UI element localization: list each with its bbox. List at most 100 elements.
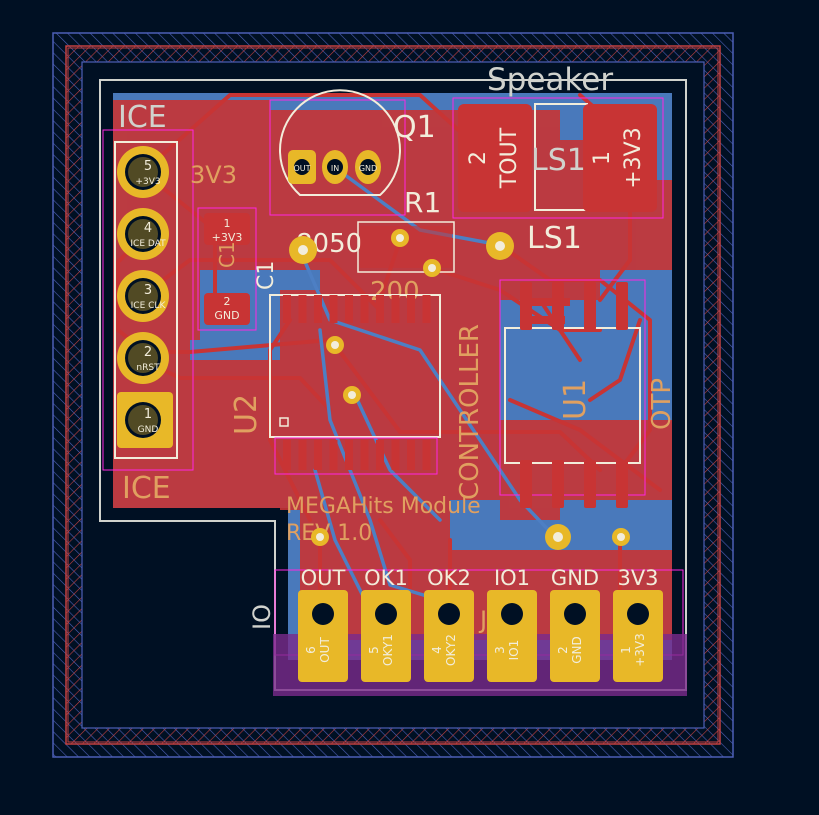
- ice-pin-net: +3V3: [135, 177, 160, 187]
- u2-pad: [376, 295, 384, 323]
- u1-pad: [616, 282, 628, 330]
- ls1-ref: LS1: [527, 221, 582, 256]
- module-rev: REV 1.0: [286, 521, 372, 546]
- ice-pin-num: 5: [144, 159, 152, 174]
- otp-label: OTP: [647, 378, 677, 430]
- io-pin-num: 6: [304, 646, 318, 654]
- u1-pad: [584, 282, 596, 330]
- ls1-pad1-num: 1: [590, 151, 615, 165]
- ice-pin-net: nRST: [136, 363, 160, 373]
- u1-ref: U1: [558, 379, 593, 420]
- io-pin-net: OUT: [318, 637, 332, 663]
- io-pin-label: OK2: [427, 566, 471, 590]
- ice-pin-num: 3: [144, 283, 152, 298]
- u2-pad: [345, 440, 353, 470]
- ic-u2-controller: U2 CONTROLLER: [229, 294, 485, 500]
- io-pin-label: OK1: [364, 566, 408, 590]
- speaker-ls1: 2 TOUT 1 +3V3 Speaker LS1 LS1: [452, 62, 664, 256]
- q1-pin-out: OUT: [293, 164, 310, 173]
- c1-pad1-num: 1: [224, 217, 231, 230]
- u2-pad: [407, 440, 415, 470]
- io-pin-net: IO1: [507, 640, 521, 661]
- u2-pad: [360, 440, 369, 470]
- u2-pad: [391, 295, 400, 323]
- controller-label: CONTROLLER: [455, 324, 485, 500]
- io-pin-label: IO1: [494, 566, 530, 590]
- c1-pad2-net: GND: [214, 309, 239, 322]
- u2-pad: [422, 440, 431, 470]
- ice-pin-net: ICE CLK: [131, 301, 167, 311]
- ice-pin-net: GND: [138, 425, 159, 435]
- u2-pad: [298, 295, 307, 323]
- u1-pad: [616, 460, 628, 508]
- ls1-pad2-num: 2: [466, 151, 491, 165]
- u2-pad: [298, 440, 307, 470]
- io-pin-num: 4: [430, 646, 444, 654]
- io-pin-num: 1: [619, 646, 633, 654]
- r1-ref: R1: [404, 186, 441, 219]
- module-silkscreen: MEGAHits Module REV 1.0: [286, 494, 481, 546]
- module-name: MEGAHits Module: [286, 494, 481, 519]
- u2-pad: [314, 295, 322, 323]
- ls1-pad2-net: TOUT: [497, 127, 522, 189]
- vias: [289, 229, 630, 550]
- ice-ref-bottom: ICE: [122, 471, 171, 506]
- capacitor-c1: 1 +3V3 2 GND C1 C1: [197, 207, 279, 331]
- u2-pad: [345, 295, 353, 323]
- io-pin-num: 2: [556, 646, 570, 654]
- ice-3v3-label: 3V3: [190, 161, 237, 189]
- q1-pin-gnd: GND: [359, 164, 377, 173]
- c1-ref-back: C1: [215, 241, 239, 268]
- io-pin-1: 3V3 1+3V3: [613, 566, 663, 682]
- ice-ref-top: ICE: [118, 100, 167, 135]
- io-pin-net: +3V3: [633, 633, 647, 667]
- u2-ref: U2: [229, 394, 264, 435]
- u2-pad: [329, 295, 338, 323]
- ic-u1-otp: U1 OTP: [499, 279, 677, 508]
- ice-pin-num: 4: [144, 221, 152, 236]
- c1-pad2-num: 2: [224, 295, 231, 308]
- io-pin-label: 3V3: [617, 566, 658, 590]
- io-connector-j1: IO J1 OUT6OUTOK15OKY1OK24OKY2IO13IO1GND2…: [248, 566, 687, 696]
- u2-pad: [422, 295, 431, 323]
- u2-pad: [283, 440, 291, 470]
- u1-pad: [584, 460, 596, 508]
- speaker-label: Speaker: [487, 62, 613, 98]
- ice-pin-num: 1: [144, 407, 152, 422]
- io-pin-net: GND: [570, 636, 584, 664]
- ls1-ref-mid: LS1: [531, 143, 586, 178]
- c1-pad1-net: +3V3: [212, 231, 243, 244]
- ice-pin-5: 5 +3V3: [117, 146, 169, 198]
- q1-ref: Q1: [393, 110, 436, 145]
- io-pin-num: 3: [493, 646, 507, 654]
- u1-pad: [520, 460, 532, 508]
- u2-pad: [407, 295, 415, 323]
- q1-pin-in: IN: [331, 164, 339, 173]
- u2-pad: [376, 440, 384, 470]
- io-pin-num: 5: [367, 646, 381, 654]
- io-pin-label: GND: [551, 566, 599, 590]
- u2-pad: [283, 295, 291, 323]
- ls1-pad1-net: +3V3: [621, 127, 646, 188]
- u2-pad: [360, 295, 369, 323]
- io-pin-net: OKY2: [444, 634, 458, 666]
- u1-pad: [552, 460, 564, 508]
- u2-pad: [314, 440, 322, 470]
- io-pin-label: OUT: [301, 566, 346, 590]
- u2-pad: [329, 440, 338, 470]
- ice-pin-net: ICE DAT: [130, 239, 166, 249]
- c1-ref: C1: [254, 261, 279, 290]
- io-ref: IO: [248, 604, 276, 630]
- u2-pad: [391, 440, 400, 470]
- io-pin-net: OKY1: [381, 634, 395, 666]
